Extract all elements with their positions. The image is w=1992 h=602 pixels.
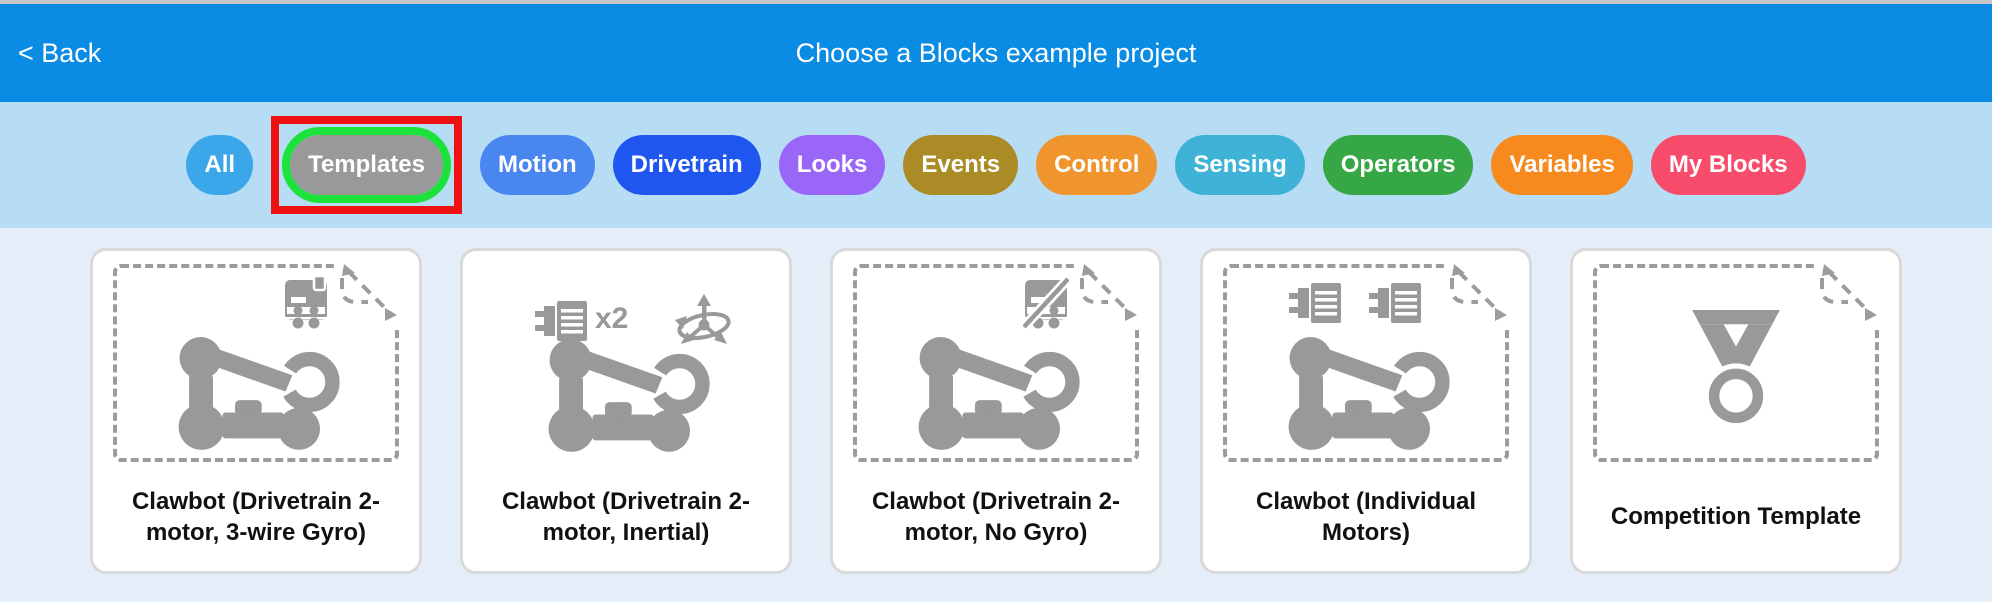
project-card-grid: Clawbot (Drivetrain 2-motor, 3-wire Gyro… [0, 228, 1992, 602]
filter-pill-looks[interactable]: Looks [778, 135, 886, 195]
motor-icon [1369, 283, 1421, 323]
filter-pill-variables[interactable]: Variables [1491, 135, 1633, 195]
template-thumbnail [1593, 264, 1879, 462]
filter-pill-my-blocks[interactable]: My Blocks [1650, 135, 1806, 195]
project-card-label: Competition Template [1610, 503, 1862, 530]
header-bar: < Back Choose a Blocks example project [0, 4, 1992, 102]
filter-pill-all[interactable]: All [186, 135, 254, 195]
annotation-highlight-box: Templates [271, 116, 462, 214]
filter-pill-motion[interactable]: Motion [480, 135, 595, 195]
project-card-clawbot-inertial[interactable]: x2 Clawbot [460, 248, 792, 574]
template-thumbnail: x2 [483, 264, 769, 462]
window-top-strip [0, 0, 1992, 4]
motor-count-label: x2 [595, 302, 629, 335]
project-card-label: Clawbot (Drivetrain 2-motor, 3-wire Gyro… [131, 487, 381, 546]
folded-corner-icon [335, 264, 399, 328]
filter-bar: All Templates Motion Drivetrain Looks Ev… [0, 102, 1992, 228]
medal-icon [1692, 310, 1780, 429]
template-thumbnail [853, 264, 1139, 462]
filter-pill-templates[interactable]: Templates [290, 135, 443, 195]
folded-corner-icon [1815, 264, 1879, 328]
project-card-competition-template[interactable]: Competition Template [1570, 248, 1902, 574]
project-card-clawbot-3wire-gyro[interactable]: Clawbot (Drivetrain 2-motor, 3-wire Gyro… [90, 248, 422, 574]
project-card-label: Clawbot (Drivetrain 2-motor, Inertial) [501, 487, 751, 546]
filter-pill-sensing[interactable]: Sensing [1175, 135, 1305, 195]
motor-icon [1289, 283, 1341, 323]
clawbot-icon [918, 337, 1080, 450]
inertial-sensor-icon [675, 294, 731, 344]
folded-corner-icon [1445, 264, 1509, 328]
filter-pill-events[interactable]: Events [903, 135, 1019, 195]
page-title: Choose a Blocks example project [795, 37, 1197, 68]
clawbot-icon [548, 339, 710, 452]
motor-icon [535, 301, 587, 341]
project-card-clawbot-individual-motors[interactable]: Clawbot (Individual Motors) [1200, 248, 1532, 574]
folded-corner-icon [1075, 264, 1139, 328]
clawbot-icon [1288, 337, 1450, 450]
template-thumbnail [1223, 264, 1509, 462]
filter-pill-control[interactable]: Control [1036, 135, 1158, 195]
gyro-3wire-icon [285, 276, 327, 329]
selected-filter-ring: Templates [282, 127, 451, 203]
project-card-label: Clawbot (Individual Motors) [1256, 487, 1476, 546]
gyro-disabled-icon [1023, 276, 1069, 330]
project-card-label: Clawbot (Drivetrain 2-motor, No Gyro) [871, 487, 1121, 546]
template-thumbnail [113, 264, 399, 462]
clawbot-icon [178, 337, 340, 450]
filter-pill-operators[interactable]: Operators [1322, 135, 1474, 195]
project-card-clawbot-no-gyro[interactable]: Clawbot (Drivetrain 2-motor, No Gyro) [830, 248, 1162, 574]
filter-pill-drivetrain[interactable]: Drivetrain [612, 135, 761, 195]
back-button[interactable]: < Back [18, 37, 102, 68]
